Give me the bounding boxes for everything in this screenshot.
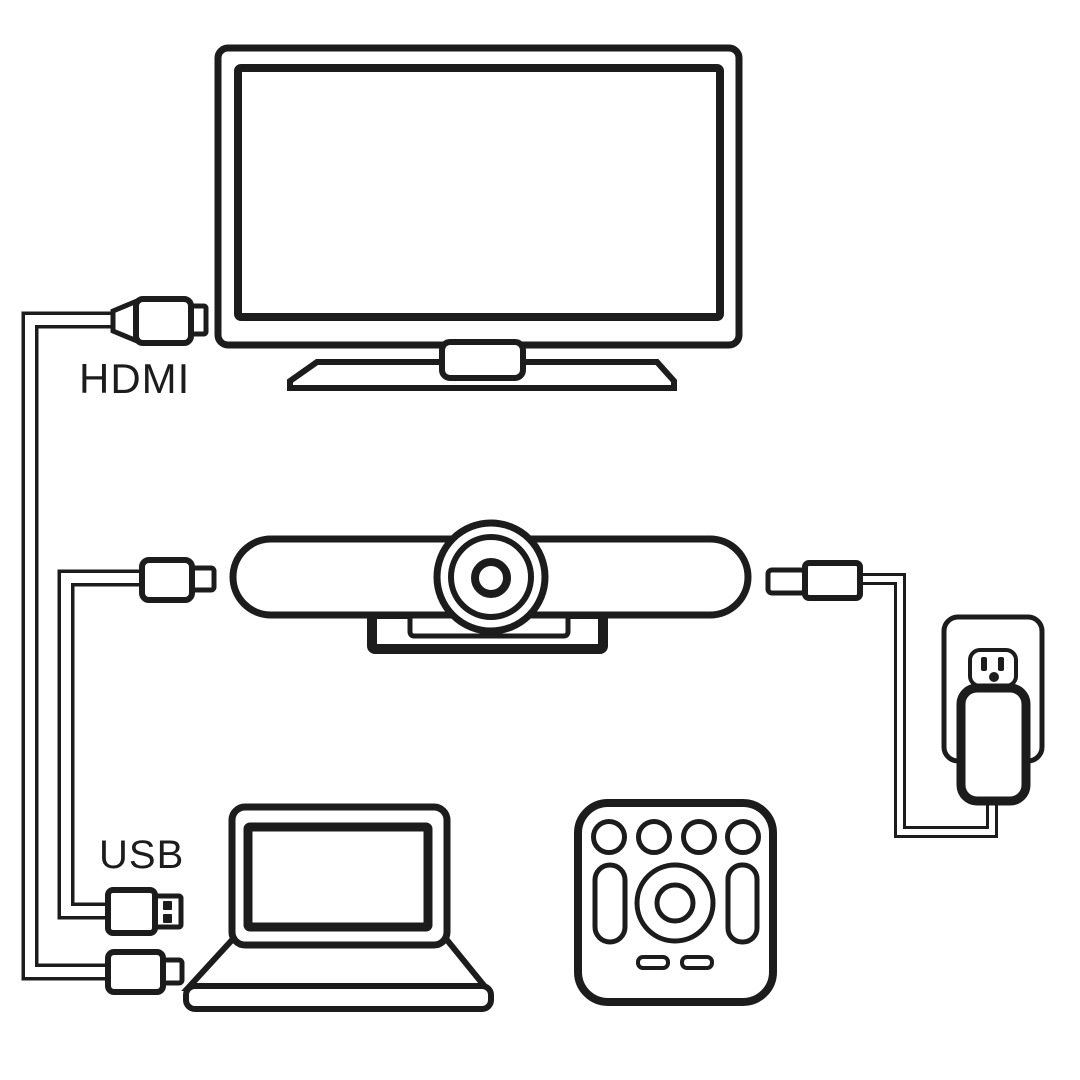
remote-left-rocker bbox=[592, 862, 628, 945]
remote-button-2 bbox=[636, 819, 672, 855]
camera-lens-pupil bbox=[471, 558, 511, 598]
usb-a-plug bbox=[105, 887, 184, 936]
hdmi-plug-body bbox=[133, 296, 194, 346]
hdmi-label: HDMI bbox=[79, 355, 190, 402]
usb-cable bbox=[57, 569, 150, 920]
laptop-base bbox=[183, 983, 494, 1012]
usb-a-pin-top bbox=[163, 901, 172, 910]
remote-button-3 bbox=[681, 819, 717, 855]
power-plug bbox=[765, 560, 863, 601]
outlet-slot-right bbox=[998, 657, 1004, 671]
hdmi-cable bbox=[21, 311, 120, 981]
power-adapter bbox=[956, 683, 1031, 806]
remote-dash-left bbox=[636, 955, 670, 970]
outlet-ground-hole bbox=[989, 672, 999, 682]
tv-stand-neck bbox=[439, 339, 526, 381]
laptop bbox=[181, 803, 494, 1012]
power-plug-tip bbox=[765, 567, 808, 596]
power-plug-body bbox=[802, 560, 863, 601]
power-cable bbox=[850, 573, 998, 838]
laptop-screen bbox=[243, 822, 433, 932]
hdmi-plug bbox=[110, 296, 209, 346]
power-cable-core bbox=[850, 576, 995, 835]
tv bbox=[214, 44, 743, 391]
remote-dial-inner bbox=[654, 882, 696, 924]
tv-screen bbox=[234, 64, 724, 321]
camera-usb-plug bbox=[139, 557, 217, 603]
remote-dash-right bbox=[680, 955, 714, 970]
hdmi-cable-end-plug bbox=[105, 949, 185, 995]
remote-right-rocker bbox=[725, 862, 760, 945]
hdmi-cable-end-plug-body bbox=[105, 949, 166, 995]
usb-a-plug-body bbox=[105, 887, 158, 936]
remote-button-1 bbox=[591, 819, 627, 855]
camera-usb-plug-body bbox=[139, 557, 195, 603]
remote-control bbox=[574, 799, 777, 1006]
conference-camera bbox=[229, 519, 752, 654]
camera-usb-plug-tip bbox=[189, 565, 217, 593]
outlet-slot-left bbox=[981, 657, 987, 671]
usb-a-pin-bottom bbox=[163, 914, 172, 923]
remote-button-4 bbox=[725, 819, 761, 855]
usb-cable-core bbox=[61, 573, 150, 916]
usb-label: USB bbox=[99, 833, 184, 877]
hdmi-cable-core bbox=[25, 315, 120, 977]
